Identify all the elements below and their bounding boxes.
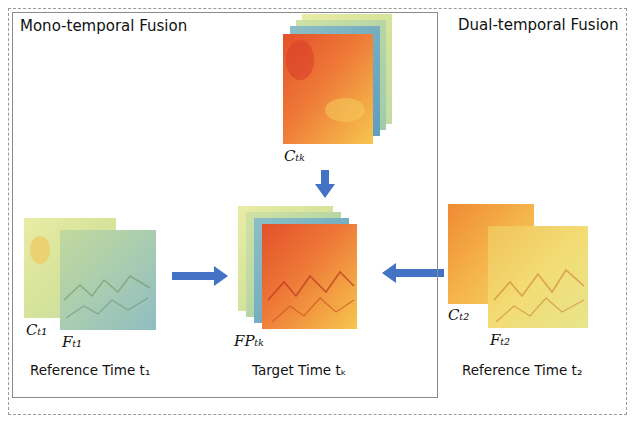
image-group: Cₜ₁ Fₜ₁ Reference Time t₁ <box>20 212 172 390</box>
image-group: Cₜ₂ Fₜ₂ Reference Time t₂ <box>444 198 620 388</box>
heat-spot <box>286 40 314 80</box>
flow-arrow <box>172 266 228 286</box>
caption-label: Target Time tₖ <box>252 362 346 378</box>
heat-spot <box>30 236 50 264</box>
terrain-texture <box>268 272 354 300</box>
terrain-texture <box>66 298 148 318</box>
outer-group-box: Dual-temporal Fusion Mono-temporal Fusion… <box>8 8 627 415</box>
caption-label: Reference Time t₁ <box>30 362 150 378</box>
image-group: FPₜₖTarget Time tₖ <box>228 198 382 388</box>
image-label: Cₜₖ <box>284 147 305 165</box>
terrain-texture <box>494 270 584 300</box>
terrain-texture <box>496 298 584 322</box>
heatmap-fine <box>60 230 156 330</box>
heatmap-layer <box>262 224 357 329</box>
flow-arrow <box>315 170 335 198</box>
terrain-texture <box>64 276 150 300</box>
heatmap-fine <box>488 226 588 328</box>
image-label: Cₜ₂ <box>448 306 469 324</box>
heatmap-layer <box>283 34 373 144</box>
group-title: Mono-temporal Fusion <box>20 17 187 35</box>
inner-group-box: Mono-temporal FusionCₜₖCₜ₁ Fₜ₁ Reference T… <box>12 12 438 398</box>
image-group: Cₜₖ <box>278 12 396 170</box>
flow-arrow <box>382 263 444 283</box>
heat-spot <box>325 98 365 122</box>
image-label: FPₜₖ <box>234 332 264 350</box>
image-label: Cₜ₁ <box>26 321 47 339</box>
image-label: Fₜ₁ <box>62 333 82 351</box>
image-label: Fₜ₂ <box>490 331 510 349</box>
group-title: Dual-temporal Fusion <box>458 16 619 34</box>
terrain-texture <box>272 298 354 322</box>
caption-label: Reference Time t₂ <box>462 362 582 378</box>
